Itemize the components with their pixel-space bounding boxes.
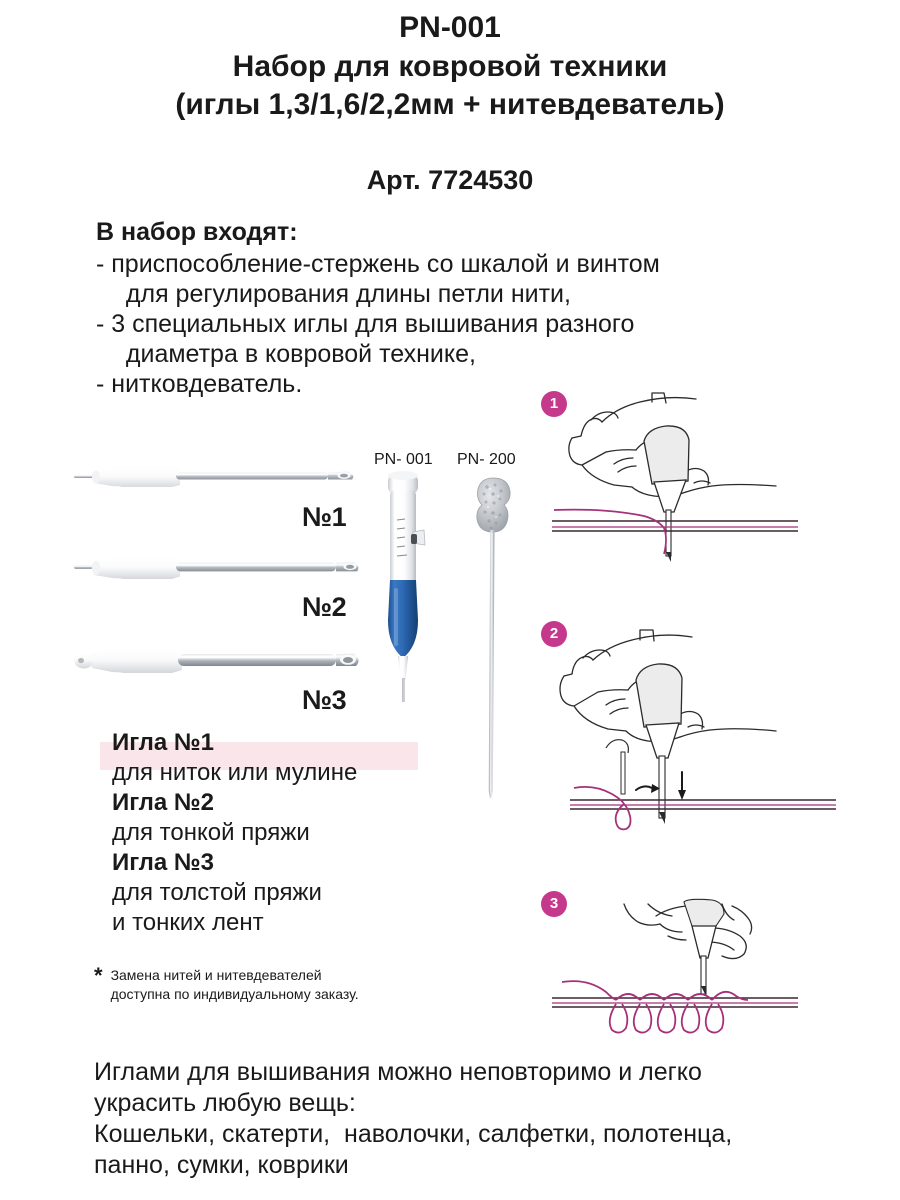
usage-line: панно, сумки, коврики: [94, 1151, 349, 1179]
set-contents-block: В набор входят: - приспособление-стержен…: [96, 216, 786, 399]
set-contents-item: - нитковдеватель.: [96, 370, 303, 398]
usage-line: Иглами для вышивания можно неповторимо и…: [94, 1058, 702, 1086]
set-contents-item: - приспособление-стержень со шкалой и ви…: [96, 250, 660, 278]
step-badge-circle: [541, 391, 567, 417]
needle-photo-2: [72, 547, 362, 612]
instruction-step-3: [536, 874, 886, 1049]
needle-descriptions-block: Игла №1 для ниток или мулине Игла №2 для…: [112, 728, 452, 938]
threader-product-code: PN- 200: [457, 451, 516, 468]
needle-description-text: для толстой пряжи: [112, 879, 322, 906]
set-contents-item: диаметра в ковровой технике,: [112, 340, 476, 368]
product-code: PN-001: [399, 11, 501, 44]
article-number: Арт. 7724530: [366, 165, 534, 195]
pen-product-code: PN- 001: [374, 451, 433, 468]
step-badge-circle: [541, 891, 567, 917]
usage-paragraph: Иглами для вышивания можно неповторимо и…: [94, 1057, 874, 1181]
needle-description-title: Игла №3: [112, 849, 215, 876]
asterisk-icon: *: [94, 963, 103, 988]
step-badge-circle: [541, 621, 567, 647]
page-subtitle: (иглы 1,3/1,6/2,2мм + нитевдеватель): [175, 88, 725, 121]
set-contents-heading: В набор входят:: [96, 218, 298, 246]
set-contents-item: для регулирования длины петли нити,: [112, 280, 571, 308]
footnote: * Замена нитей и нитевдевателей доступна…: [94, 963, 454, 1004]
needle-description-text: для ниток или мулине: [112, 759, 358, 786]
highlight-band: [100, 742, 418, 770]
page-title: Набор для ковровой техники: [232, 50, 668, 83]
needle-label-2: №2: [302, 592, 347, 622]
needle-description-text: для тонкой пряжи: [112, 819, 310, 846]
punch-needle-pen-photo: [376, 468, 436, 708]
needle-description-text: и тонких лент: [112, 909, 264, 936]
needle-photo-3: [72, 640, 362, 705]
needle-photo-1: [72, 456, 362, 521]
instruction-step-2: [536, 612, 886, 847]
usage-line: украсить любую вещь:: [94, 1089, 356, 1117]
footnote-line: доступна по индивидуальному заказу.: [110, 986, 359, 1002]
footnote-line: Замена нитей и нитевдевателей: [110, 967, 322, 983]
set-contents-item: - 3 специальных иглы для вышивания разно…: [96, 310, 635, 338]
needle-description-title: Игла №1: [112, 729, 215, 756]
page-header: PN-001 Набор для ковровой техники (иглы …: [0, 8, 900, 124]
needle-label-3: №3: [302, 685, 347, 715]
instruction-step-1: [536, 386, 886, 591]
needle-label-1: №1: [302, 502, 347, 532]
usage-line: Кошельки, скатерти, наволочки, салфетки,…: [94, 1120, 733, 1148]
threader-photo: [460, 472, 526, 822]
needle-description-title: Игла №2: [112, 789, 215, 816]
